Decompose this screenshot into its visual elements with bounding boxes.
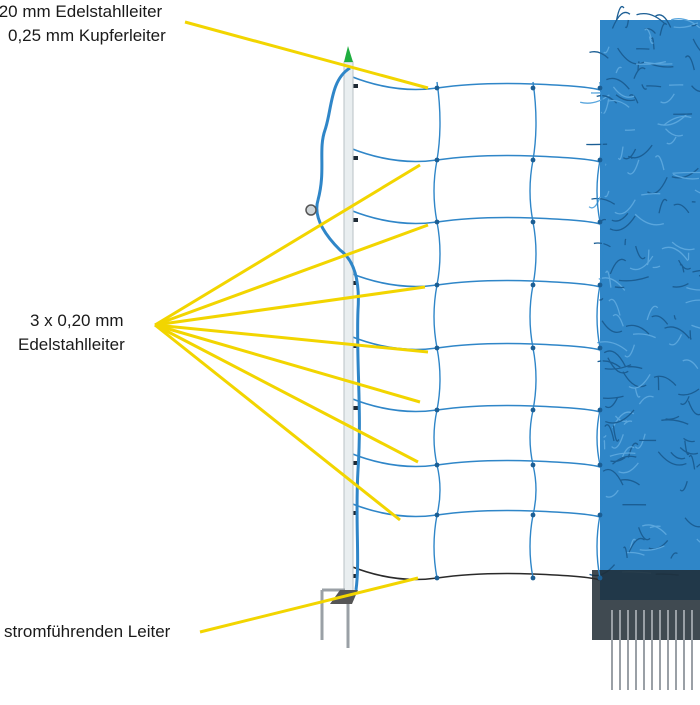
net-knot	[435, 158, 440, 163]
net-knot	[435, 86, 440, 91]
net-knot	[531, 513, 536, 518]
net-horizontal-strand	[350, 453, 600, 467]
net-vertical-strand	[434, 82, 440, 578]
net-knot	[531, 158, 536, 163]
net-knot	[598, 158, 603, 163]
net-knot	[531, 576, 536, 581]
post-shaft	[344, 62, 353, 592]
label-stainless-count: 3 x 0,20 mm	[30, 309, 124, 333]
net-knot	[531, 86, 536, 91]
fence-post	[306, 46, 359, 648]
net-knot	[598, 463, 603, 468]
net-knot	[598, 576, 603, 581]
net-horizontal-strand	[350, 398, 600, 412]
net-knot	[531, 408, 536, 413]
callout-line	[155, 325, 420, 402]
label-copper-conductor: 0,25 mm Kupferleiter	[8, 24, 166, 48]
label-stainless-conductor-top: ,20 mm Edelstahlleiter	[0, 0, 162, 24]
net-knot	[435, 283, 440, 288]
callout-line	[155, 287, 425, 325]
net-knot	[531, 463, 536, 468]
net-horizontal-strand	[350, 210, 600, 224]
net-knot	[598, 86, 603, 91]
net-knot	[435, 463, 440, 468]
rolled-net-strand	[658, 376, 659, 390]
rolled-net-body	[600, 20, 700, 600]
post-tip-icon	[344, 46, 353, 62]
rolled-net-strand	[615, 287, 624, 288]
net-horizontal-strand	[350, 273, 600, 287]
net-knot	[531, 346, 536, 351]
net-horizontal-strand	[350, 566, 600, 580]
net-knot	[435, 220, 440, 225]
net-knot	[598, 513, 603, 518]
label-live-conductor: stromführenden Leiter	[4, 620, 170, 644]
callout-line	[155, 325, 400, 520]
net-knot	[435, 408, 440, 413]
net-knot	[435, 513, 440, 518]
net-knot	[598, 220, 603, 225]
net-knot	[531, 220, 536, 225]
callout-line	[155, 165, 420, 325]
net-knot	[598, 408, 603, 413]
net-horizontal-strand	[350, 148, 600, 162]
callout-line	[155, 225, 428, 325]
wire-clip-icon	[306, 205, 316, 215]
callout-line	[185, 22, 428, 88]
rolled-net-strand	[673, 172, 700, 173]
net-knot	[435, 346, 440, 351]
net-knot	[435, 576, 440, 581]
label-stainless-conductor: Edelstahlleiter	[18, 333, 125, 357]
net-knot	[531, 283, 536, 288]
callout-line	[200, 578, 418, 632]
rolled-net-strand	[625, 239, 626, 245]
callout-lines	[155, 22, 428, 632]
net-knot	[598, 346, 603, 351]
net-knot	[598, 283, 603, 288]
